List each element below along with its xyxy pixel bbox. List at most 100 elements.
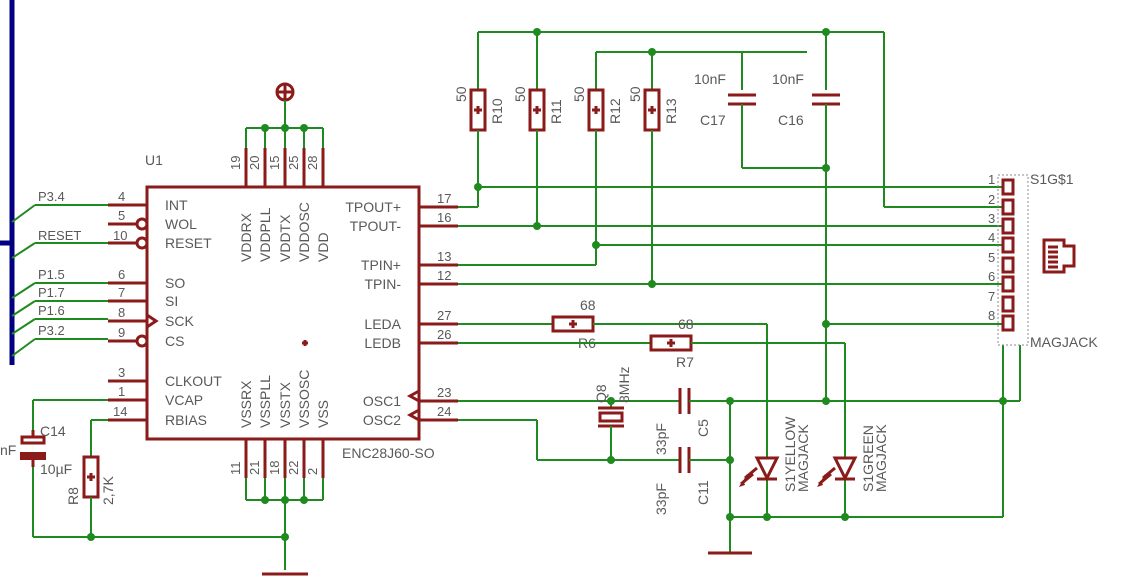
c16-name: C16 xyxy=(778,112,804,128)
chip-name: U1 xyxy=(145,152,163,168)
pin-label-tpin-plus: TPIN+ xyxy=(361,257,401,273)
pin-num-19: 19 xyxy=(228,156,243,170)
pin-label-vssrx: VSSRX xyxy=(238,380,254,428)
c11-name: C11 xyxy=(695,480,711,505)
r10-value: 50 xyxy=(453,86,469,102)
connector-pin-7: 7 xyxy=(988,289,995,304)
pin-num-13: 13 xyxy=(437,249,451,264)
resistor-r11: 50 R11 xyxy=(512,86,564,132)
pin-num-14: 14 xyxy=(113,404,127,419)
pin-label-vddosc: VDDOSC xyxy=(296,202,312,262)
magjack-connector: S1G$1 MAGJACK 1 2 3 4 5 6 7 8 xyxy=(988,171,1098,350)
capacitor-c5: 33pF C5 xyxy=(653,388,1020,455)
r13-name: R13 xyxy=(663,98,679,124)
pin-num-17: 17 xyxy=(437,191,451,206)
r12-value: 50 xyxy=(571,86,587,102)
pin-label-wol: WOL xyxy=(165,216,197,232)
pin-label-vddrx: VDDRX xyxy=(238,212,254,262)
connector-pin-5: 5 xyxy=(988,250,995,265)
ground-bus xyxy=(33,478,324,576)
connector-pin-3: 3 xyxy=(988,211,995,226)
c11-value: 33pF xyxy=(653,483,669,515)
pin-num-4: 4 xyxy=(118,189,125,204)
pin-label-vsstx: VSSTX xyxy=(277,381,293,428)
pin-label-vddtx: VDDTX xyxy=(277,214,293,262)
pin-label-sck: SCK xyxy=(165,313,194,329)
pin-num-22: 22 xyxy=(286,461,301,475)
r11-value: 50 xyxy=(512,86,528,102)
c14-name: C14 xyxy=(40,423,66,439)
r8-value: 2,7K xyxy=(100,476,116,505)
chip-value: ENC28J60-SO xyxy=(342,445,435,461)
pin-num-21: 21 xyxy=(247,461,262,475)
pin-label-tpout-plus: TPOUT+ xyxy=(345,199,401,215)
resistor-r8: R8 2,7K xyxy=(65,419,116,537)
pin-num-3: 3 xyxy=(118,365,125,380)
r11-name: R11 xyxy=(548,99,564,124)
connector-name: S1G$1 xyxy=(1030,171,1074,187)
pin-label-vdd: VDD xyxy=(315,232,331,262)
q8-name: Q8 xyxy=(593,384,609,403)
resistor-r12: 50 R12 xyxy=(571,86,623,132)
c14-prefix: nF xyxy=(0,442,16,458)
led-green-line1: S1GREEN xyxy=(860,425,876,492)
pin-num-6: 6 xyxy=(118,267,125,282)
pin-label-tpout-minus: TPOUT- xyxy=(350,218,402,234)
r7-name: R7 xyxy=(676,354,694,370)
r7-value: 68 xyxy=(678,316,694,332)
resistor-r13: 50 R13 xyxy=(627,86,679,132)
c17-value: 10nF xyxy=(694,71,726,87)
pin-num-24: 24 xyxy=(437,404,451,419)
pin-label-tpin-minus: TPIN- xyxy=(364,276,401,292)
resistor-r6: 68 R6 xyxy=(458,297,768,458)
pin-num-25: 25 xyxy=(286,156,301,170)
connector-pin-2: 2 xyxy=(988,192,995,207)
pin-num-20: 20 xyxy=(247,156,262,170)
pin-label-vssosc: VSSOSC xyxy=(296,370,312,428)
pin-label-vcap: VCAP xyxy=(165,392,203,408)
pin-label-osc2: OSC2 xyxy=(363,412,401,428)
pin-num-2: 2 xyxy=(305,468,320,475)
connector-pin-1: 1 xyxy=(988,172,995,187)
pin-label-si: SI xyxy=(165,293,178,309)
c16-value: 10nF xyxy=(772,71,804,87)
pin-num-11: 11 xyxy=(228,462,243,476)
r6-value: 68 xyxy=(580,297,596,313)
supply-symbol xyxy=(245,82,324,148)
connector-pin-6: 6 xyxy=(988,269,995,284)
led-yellow-line2: MAGJACK xyxy=(795,424,811,492)
c5-value: 33pF xyxy=(653,423,669,455)
net-label-p17: P1.7 xyxy=(38,285,65,300)
pin-label-rbias: RBIAS xyxy=(165,412,207,428)
pin-num-10: 10 xyxy=(113,228,127,243)
capacitor-c16: 10nF C16 xyxy=(772,71,840,130)
pin-label-reset: RESET xyxy=(165,235,212,251)
bus-net-labels: P3.4 RESET P1.5 P1.7 P1.6 P3.2 xyxy=(38,189,81,338)
crystal-q8: Q8 8MHz xyxy=(458,366,680,464)
pin-label-cs: CS xyxy=(165,333,184,349)
rj45-icon xyxy=(1042,238,1076,274)
pin-num-28: 28 xyxy=(305,156,320,170)
pin-label-clkout: CLKOUT xyxy=(165,373,222,389)
pin-label-leda: LEDA xyxy=(364,316,401,332)
pin-num-7: 7 xyxy=(118,285,125,300)
net-label-reset: RESET xyxy=(38,228,81,243)
bus-net-wires xyxy=(35,204,108,340)
connector-pin-4: 4 xyxy=(988,230,995,245)
tx-rx-wires xyxy=(458,130,1003,401)
pin-label-vss: VSS xyxy=(315,400,331,428)
r12-name: R12 xyxy=(607,98,623,124)
pin-num-27: 27 xyxy=(437,308,451,323)
pin-num-1: 1 xyxy=(118,384,125,399)
r10-name: R10 xyxy=(489,98,505,124)
pin-label-so: SO xyxy=(165,275,185,291)
pin-num-18: 18 xyxy=(267,461,282,475)
pin-num-9: 9 xyxy=(118,325,125,340)
led-green-line2: MAGJACK xyxy=(873,424,889,492)
connector-pin-8: 8 xyxy=(988,308,995,323)
net-label-p32: P3.2 xyxy=(38,323,65,338)
q8-value: 8MHz xyxy=(616,366,632,403)
pin-label-osc1: OSC1 xyxy=(363,393,401,409)
led-yellow: S1YELLOW MAGJACK xyxy=(739,416,811,492)
net-label-p16: P1.6 xyxy=(38,303,65,318)
